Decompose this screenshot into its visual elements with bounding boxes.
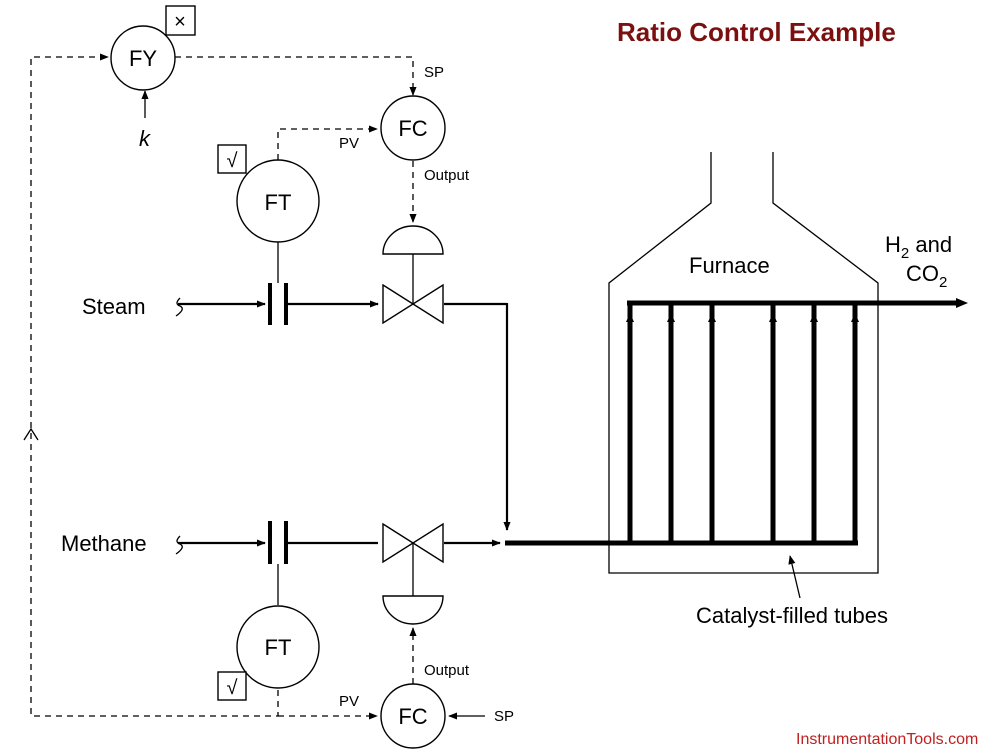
product-label: H2 and CO2 (885, 232, 952, 291)
ft-steam-transmitter: FT √ (217, 144, 320, 243)
steam-line: Steam (82, 225, 511, 531)
sqrt-icon: √ (227, 677, 238, 699)
multiply-icon: × (174, 11, 186, 33)
catalyst-tubes (626, 303, 859, 543)
svg-text:CO2: CO2 (906, 261, 947, 291)
furnace: Furnace (608, 152, 879, 574)
watermark: InstrumentationTools.com (796, 731, 978, 748)
furnace-label: Furnace (689, 253, 770, 278)
tubes-label: Catalyst-filled tubes (696, 603, 888, 628)
output-top-label: Output (424, 167, 470, 184)
diagram-title: Ratio Control Example (617, 17, 896, 47)
output-bottom-label: Output (424, 662, 470, 679)
svg-text:FY: FY (129, 46, 157, 71)
steam-label: Steam (82, 294, 146, 319)
fc-methane-controller: FC Output PV (339, 662, 470, 749)
signal-lines (23, 53, 417, 720)
methane-label: Methane (61, 531, 147, 556)
ft-methane-transmitter: FT √ (217, 605, 320, 701)
fc-steam-controller: FC SP PV Output (339, 64, 470, 184)
svg-text:FT: FT (265, 635, 292, 660)
sp-top-label: SP (424, 64, 444, 81)
sp-bottom-label: SP (494, 708, 514, 725)
pv-bottom-label: PV (339, 693, 359, 710)
methane-line: Methane (61, 521, 501, 625)
svg-text:FC: FC (398, 116, 427, 141)
fy-ratio-relay: FY × (110, 5, 196, 91)
sqrt-icon: √ (227, 150, 238, 172)
svg-text:FT: FT (265, 190, 292, 215)
svg-text:H2 and: H2 and (885, 232, 952, 262)
ratio-k-label: k (139, 126, 151, 151)
svg-text:FC: FC (398, 704, 427, 729)
pv-top-label: PV (339, 135, 359, 152)
